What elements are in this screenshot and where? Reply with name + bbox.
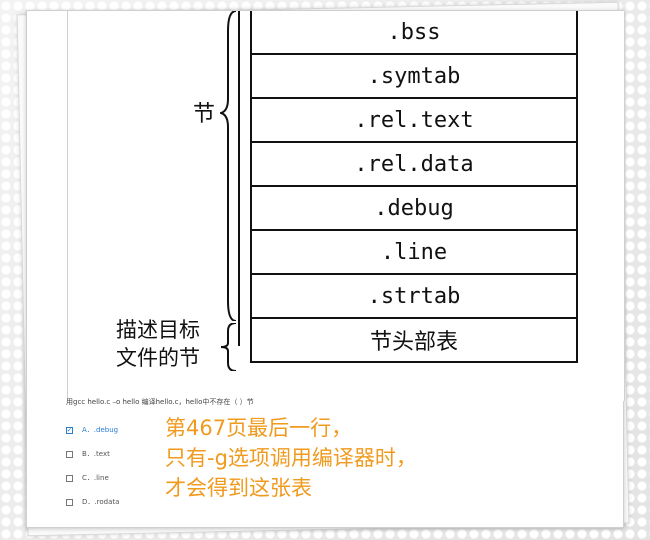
question-text: 用gcc hello.c –o hello 编译hello.c，hello中不存… [66,398,254,406]
option-a[interactable]: ✓ A．.debug [66,418,119,442]
option-b-label: B．.text [82,450,110,458]
annotation-note: 第467页最后一行， 只有-g选项调用编译器时， 才会得到这张表 [165,413,417,503]
annotation-line-3: 才会得到这张表 [165,476,312,500]
segment-strtab: .strtab [252,273,576,317]
section-header-desc: 描述目标 文件的节 [116,316,200,372]
checkbox-icon[interactable] [66,474,73,482]
segment-symtab: .symtab [252,53,576,97]
elf-figure-image: 节 描述目标 文件的节 .bss .symtab .rel.text .rel.… [67,11,625,401]
segment-rel-data: .rel.data [252,141,576,185]
option-c[interactable]: C．.line [66,466,119,490]
segment-rel-text: .rel.text [252,97,576,141]
desc-line-1: 描述目标 [116,318,200,342]
segment-section-header-table: 节头部表 [252,317,576,361]
checkbox-icon[interactable] [66,450,73,458]
sections-label: 节 [193,102,216,127]
option-b[interactable]: B．.text [66,442,119,466]
option-c-label: C．.line [82,474,109,482]
segment-debug: .debug [252,185,576,229]
checkbox-icon[interactable] [66,498,73,506]
elf-section-stack: .bss .symtab .rel.text .rel.data .debug … [250,11,578,363]
option-d-label: D．.rodata [82,498,120,506]
header-table-brace [220,323,237,371]
annotation-line-1: 第467页最后一行， [165,416,353,440]
option-d[interactable]: D．.rodata [66,490,119,514]
desc-line-2: 文件的节 [116,346,200,370]
segment-bss: .bss [387,19,441,45]
checkbox-checked-icon[interactable]: ✓ [66,426,73,434]
annotation-line-2: 只有-g选项调用编译器时， [165,446,417,470]
figure-left-line [238,11,240,346]
option-a-label: A．.debug [82,426,119,434]
answer-options: ✓ A．.debug B．.text C．.line D．.rodata [66,418,119,514]
photo-paper: 节 描述目标 文件的节 .bss .symtab .rel.text .rel.… [26,10,625,528]
segment-line: .line [252,229,576,273]
sections-brace [220,11,237,321]
